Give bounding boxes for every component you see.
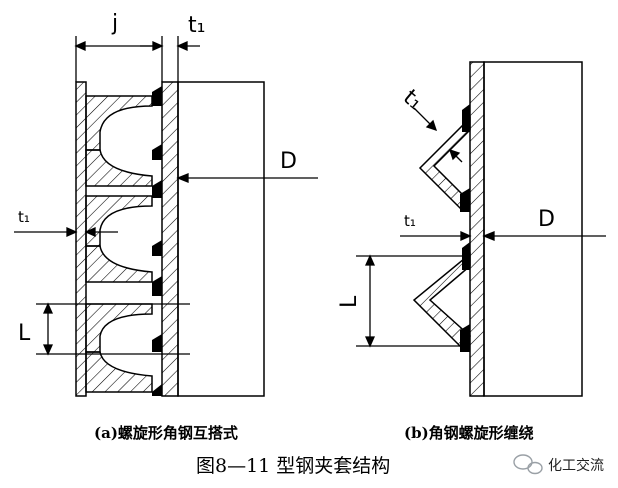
panel-b: t₁ D t₁ L (b)角钢螺旋形缠绕 bbox=[337, 61, 606, 442]
caption-b: (b)角钢螺旋形缠绕 bbox=[404, 424, 534, 442]
angle-steel-stack bbox=[85, 95, 153, 393]
angle-steel-2 bbox=[85, 149, 153, 187]
vessel-body-b bbox=[483, 61, 583, 397]
figure-title: 图8—11 型钢夹套结构 bbox=[196, 455, 390, 477]
dim-j bbox=[74, 36, 164, 82]
dim-L-b bbox=[356, 254, 470, 348]
dim-t1-left bbox=[14, 226, 118, 238]
dim-D-b bbox=[482, 231, 606, 241]
label-t1-left: t₁ bbox=[18, 208, 30, 226]
dim-t1-wall bbox=[400, 230, 472, 242]
watermark: 化工交流 bbox=[513, 454, 604, 475]
vessel-wall-a bbox=[161, 81, 179, 397]
angle-steel-3 bbox=[85, 195, 153, 247]
angle-steel-6 bbox=[85, 351, 153, 393]
dim-D-a bbox=[176, 173, 318, 183]
dim-L-a bbox=[36, 302, 190, 356]
label-t1-top: t₁ bbox=[188, 13, 205, 38]
label-L-a: L bbox=[18, 321, 31, 346]
dim-t1-top bbox=[140, 36, 200, 82]
angle-steel-1 bbox=[85, 95, 153, 151]
welds-b bbox=[460, 104, 470, 352]
panel-a: j t₁ D t₁ L (a)螺旋形角钢互搭式 bbox=[14, 11, 318, 442]
caption-a: (a)螺旋形角钢互搭式 bbox=[94, 424, 238, 442]
label-L-b: L bbox=[337, 295, 362, 308]
label-D-a: D bbox=[280, 149, 297, 174]
label-t1-angle: t₁ bbox=[398, 85, 427, 115]
chat-bubble-icon bbox=[513, 454, 543, 475]
label-t1-wall: t₁ bbox=[404, 212, 416, 230]
angle-steel-4 bbox=[85, 245, 153, 283]
label-j: j bbox=[111, 11, 118, 36]
welds-a bbox=[152, 86, 162, 396]
dim-t1-angle bbox=[413, 107, 463, 163]
vessel-wall-b bbox=[469, 61, 485, 397]
watermark-text: 化工交流 bbox=[548, 457, 604, 474]
angle-steel-5 bbox=[85, 303, 153, 353]
label-D-b: D bbox=[538, 207, 555, 232]
jacket-outer-a bbox=[75, 81, 87, 397]
vessel-body-a bbox=[177, 81, 265, 397]
